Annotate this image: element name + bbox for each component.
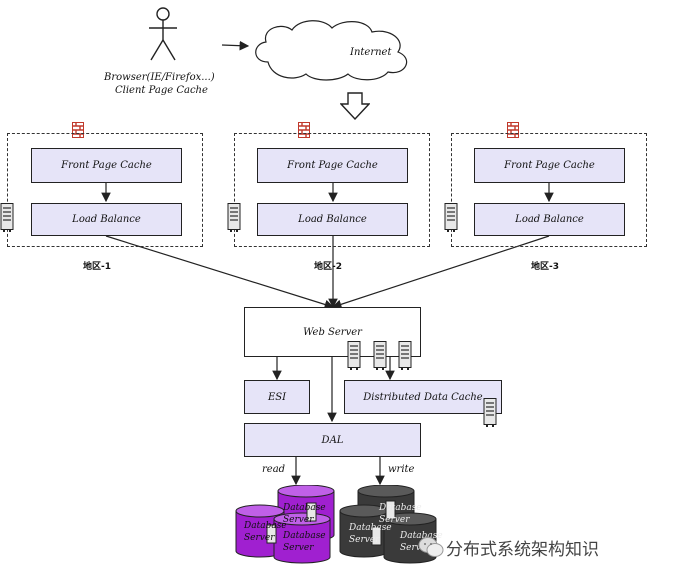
- web-server-box: Web Server: [244, 307, 421, 357]
- front-page-cache-box: Front Page Cache: [31, 148, 182, 183]
- read-label: read: [262, 464, 286, 475]
- region-1: [7, 133, 203, 247]
- server-icon: [0, 203, 14, 232]
- region-label: 地区-1: [83, 262, 111, 272]
- front-page-cache-box: Front Page Cache: [257, 148, 408, 183]
- database-server-label: Database Server: [400, 531, 443, 553]
- server-icon: [373, 341, 387, 370]
- firewall-icon: [507, 122, 519, 138]
- load-balance-box: Load Balance: [31, 203, 182, 236]
- region3-lb-to-webserver-arrow: [331, 235, 550, 309]
- region-2: [234, 133, 430, 247]
- user-icon: [149, 7, 177, 61]
- database-server-label: Database Server: [283, 531, 326, 553]
- distributed-data-cache-box: Distributed Data Cache: [344, 380, 502, 414]
- read-database-cluster: [235, 485, 335, 564]
- client-cache-label: Client Page Cache: [115, 85, 208, 96]
- database-server-label: Database Server: [244, 521, 287, 543]
- database-icon: [235, 504, 285, 558]
- internet-label: Internet: [350, 47, 392, 58]
- server-icon: [347, 341, 361, 370]
- load-balance-box: Load Balance: [257, 203, 408, 236]
- user-to-internet-arrow: [221, 40, 250, 51]
- server-icon: [227, 203, 241, 232]
- watermark-text: 分布式系统架构知识: [446, 540, 599, 560]
- region-3: [451, 133, 647, 247]
- firewall-icon: [298, 122, 310, 138]
- server-icon: [483, 398, 497, 427]
- browser-label: Browser(IE/Firefox...): [104, 72, 215, 83]
- front-page-cache-box: Front Page Cache: [474, 148, 625, 183]
- region-label: 地区-3: [531, 262, 559, 272]
- dal-box: DAL: [244, 423, 421, 457]
- database-server-label: Database Server: [283, 503, 326, 525]
- database-server-label: Database Server: [379, 503, 422, 525]
- write-database-cluster: [339, 485, 437, 564]
- server-icon: [398, 341, 412, 370]
- esi-box: ESI: [244, 380, 310, 414]
- write-label: write: [388, 464, 415, 475]
- cloud-icon: [255, 20, 408, 81]
- server-icon: [444, 203, 458, 232]
- load-balance-box: Load Balance: [474, 203, 625, 236]
- down-arrow-icon: [340, 92, 370, 120]
- database-server-label: Database Server: [349, 523, 392, 545]
- database-icon: [383, 512, 437, 564]
- region-label: 地区-2: [314, 262, 342, 272]
- region1-lb-to-webserver-arrow: [105, 235, 335, 310]
- firewall-icon: [72, 122, 84, 138]
- wechat-icon: [418, 537, 444, 557]
